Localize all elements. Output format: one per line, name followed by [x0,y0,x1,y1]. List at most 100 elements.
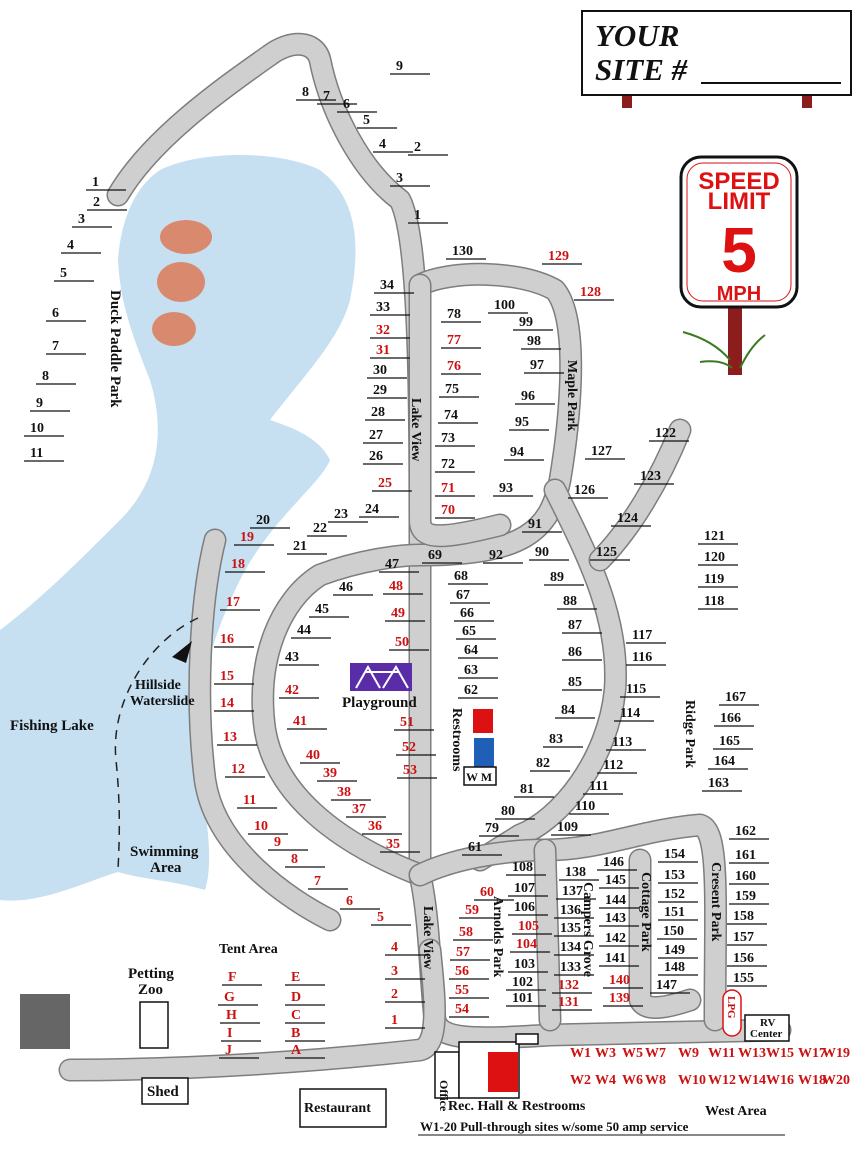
site-marker[interactable]: 80 [495,804,535,820]
site-marker[interactable]: 50 [389,635,429,651]
site-marker[interactable]: 118 [698,594,738,610]
site-marker[interactable]: 3 [390,171,430,187]
site-marker[interactable]: 16 [214,632,254,648]
site-marker[interactable]: D [285,990,325,1006]
site-marker[interactable]: 52 [396,740,436,756]
site-marker[interactable]: 40 [300,748,340,764]
site-marker[interactable]: 90 [529,545,569,561]
site-marker[interactable]: 88 [557,594,597,610]
site-marker[interactable]: 18 [225,557,265,573]
site-marker[interactable]: 46 [333,580,373,596]
site-marker[interactable]: 134 [554,940,594,956]
site-marker[interactable]: 2 [385,987,425,1003]
site-marker[interactable]: 147 [650,978,690,994]
site-marker[interactable]: 75 [439,382,479,398]
site-marker[interactable]: 60 [474,885,514,901]
site-marker[interactable]: 143 [599,911,639,927]
site-marker[interactable]: 7 [46,339,86,355]
site-marker[interactable]: 139 [603,991,643,1007]
west-site-marker[interactable]: W12 [708,1073,736,1088]
site-marker[interactable]: 127 [585,444,625,460]
site-marker[interactable]: 100 [488,298,528,314]
site-marker[interactable]: 9 [30,396,70,412]
site-marker[interactable]: 20 [250,513,290,529]
site-marker[interactable]: 54 [449,1002,489,1018]
site-marker[interactable]: 85 [562,675,602,691]
site-marker[interactable]: 161 [729,848,769,864]
site-marker[interactable]: 61 [462,840,502,856]
site-marker[interactable]: 120 [698,550,738,566]
site-marker[interactable]: 44 [291,623,331,639]
site-marker[interactable]: 114 [614,706,654,722]
site-marker[interactable]: 113 [606,735,646,751]
west-site-marker[interactable]: W1 [570,1046,591,1061]
site-marker[interactable]: 8 [296,85,336,101]
site-marker[interactable]: 131 [552,995,592,1011]
site-marker[interactable]: 22 [307,521,347,537]
site-marker[interactable]: 2 [87,195,127,211]
site-marker[interactable]: 149 [658,943,698,959]
site-marker[interactable]: 91 [522,517,562,533]
site-marker[interactable]: 48 [383,579,423,595]
site-marker[interactable]: 26 [363,449,403,465]
site-marker[interactable]: 39 [317,766,357,782]
site-marker[interactable]: 162 [729,824,769,840]
site-marker[interactable]: 37 [346,802,386,818]
site-marker[interactable]: 42 [279,683,319,699]
site-marker[interactable]: 158 [727,909,767,925]
site-marker[interactable]: 5 [54,266,94,282]
site-marker[interactable]: 33 [370,300,410,316]
site-marker[interactable]: 93 [493,481,533,497]
west-site-marker[interactable]: W14 [738,1073,766,1088]
site-marker[interactable]: 66 [454,606,494,622]
west-site-marker[interactable]: W15 [766,1046,794,1061]
site-marker[interactable]: J [219,1043,259,1059]
site-marker[interactable]: 117 [626,628,666,644]
site-marker[interactable]: 43 [279,650,319,666]
site-marker[interactable]: 138 [559,865,599,881]
site-marker[interactable]: 106 [508,900,548,916]
site-marker[interactable]: 137 [556,884,596,900]
site-marker[interactable]: 23 [328,507,368,523]
site-marker[interactable]: 105 [512,919,552,935]
site-marker[interactable]: H [220,1008,260,1024]
west-site-marker[interactable]: W16 [766,1073,794,1088]
site-marker[interactable]: 165 [713,734,753,750]
site-marker[interactable]: 78 [441,307,481,323]
site-marker[interactable]: 58 [453,925,493,941]
site-marker[interactable]: 130 [446,244,486,260]
site-marker[interactable]: 1 [86,175,126,191]
site-marker[interactable]: 25 [372,476,412,492]
site-marker[interactable]: 7 [308,874,348,890]
site-marker[interactable]: 11 [237,793,277,809]
site-marker[interactable]: 103 [508,957,548,973]
west-site-marker[interactable]: W20 [822,1073,850,1088]
site-marker[interactable]: G [218,990,258,1006]
site-marker[interactable]: 1 [408,208,448,224]
site-marker[interactable]: 129 [542,249,582,265]
site-marker[interactable]: 13 [217,730,257,746]
site-marker[interactable]: 108 [506,860,546,876]
site-marker[interactable]: 45 [309,602,349,618]
site-marker[interactable]: 87 [562,618,602,634]
site-marker[interactable]: 109 [551,820,591,836]
site-marker[interactable]: 124 [611,511,651,527]
site-marker[interactable]: 79 [479,821,519,837]
site-marker[interactable]: 10 [24,421,64,437]
site-marker[interactable]: 15 [214,669,254,685]
site-marker[interactable]: 135 [554,921,594,937]
site-marker[interactable]: 3 [385,964,425,980]
site-marker[interactable]: 121 [698,529,738,545]
site-marker[interactable]: 159 [729,889,769,905]
site-marker[interactable]: 9 [390,59,430,75]
site-marker[interactable]: 102 [506,975,546,991]
site-marker[interactable]: 2 [408,140,448,156]
site-marker[interactable]: 151 [658,905,698,921]
site-marker[interactable]: 17 [220,595,260,611]
site-marker[interactable]: 157 [727,930,767,946]
site-marker[interactable]: 125 [590,545,630,561]
site-marker[interactable]: 86 [562,645,602,661]
site-marker[interactable]: 35 [380,837,420,853]
site-marker[interactable]: 156 [727,951,767,967]
west-site-marker[interactable]: W9 [678,1046,699,1061]
